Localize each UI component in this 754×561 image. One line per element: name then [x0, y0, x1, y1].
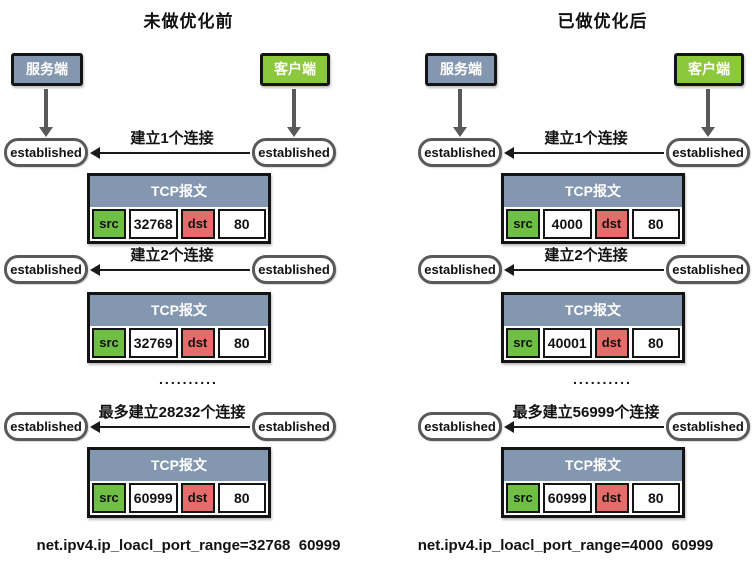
- src-port-cell: 60999: [543, 483, 592, 513]
- src-port-cell: 4000: [543, 209, 592, 239]
- tcp-packet-row: src 32769 dst 80: [90, 326, 268, 360]
- server-node: 服务端: [425, 53, 497, 86]
- connection-arrow-icon: [504, 147, 664, 159]
- tcp-packet-table: TCP报文 src 60999 dst 80: [87, 447, 271, 518]
- tcp-packet-table: TCP报文 src 4000 dst 80: [501, 173, 685, 244]
- connection-label: 建立1个连接: [130, 130, 214, 147]
- client-established-pill: established: [252, 255, 336, 284]
- tcp-packet-table: TCP报文 src 40001 dst 80: [501, 292, 685, 363]
- dst-port-cell: 80: [631, 328, 680, 358]
- tcp-packet-title: TCP报文: [504, 295, 682, 326]
- dst-label-cell: dst: [180, 483, 215, 513]
- src-label-cell: src: [506, 328, 540, 358]
- client-established-pill: established: [252, 412, 336, 441]
- server-established-pill: established: [4, 255, 88, 284]
- client-established-pill: established: [666, 255, 750, 284]
- dst-label-cell: dst: [180, 209, 215, 239]
- tcp-packet-table: TCP报文 src 32768 dst 80: [87, 173, 271, 244]
- tcp-packet-row: src 60999 dst 80: [90, 481, 268, 515]
- connection-arrow-icon: [90, 264, 250, 276]
- connection-label: 最多建立56999个连接: [512, 404, 660, 421]
- tcp-packet-title: TCP报文: [90, 450, 268, 481]
- client-down-arrow-icon: [287, 89, 301, 137]
- src-label-cell: src: [92, 483, 126, 513]
- tcp-packet-row: src 60999 dst 80: [504, 481, 682, 515]
- tcp-packet-row: src 4000 dst 80: [504, 207, 682, 241]
- dst-port-cell: 80: [217, 328, 266, 358]
- dst-label-cell: dst: [594, 483, 629, 513]
- connection-arrow-icon: [504, 264, 664, 276]
- server-established-pill: established: [418, 255, 502, 284]
- src-label-cell: src: [506, 483, 540, 513]
- connection-label: 建立2个连接: [544, 247, 628, 264]
- dst-label-cell: dst: [594, 209, 629, 239]
- connection-label: 最多建立28232个连接: [98, 404, 246, 421]
- server-established-pill: established: [4, 138, 88, 167]
- tcp-packet-table: TCP报文 src 60999 dst 80: [501, 447, 685, 518]
- client-down-arrow-icon: [701, 89, 715, 137]
- ellipsis-dots: ..........: [159, 371, 218, 387]
- dst-port-cell: 80: [631, 483, 680, 513]
- server-node: 服务端: [11, 53, 83, 86]
- dst-port-cell: 80: [217, 209, 266, 239]
- connection-arrow-icon: [90, 147, 250, 159]
- src-port-cell: 40001: [543, 328, 592, 358]
- dst-label-cell: dst: [180, 328, 215, 358]
- client-node: 客户端: [260, 53, 330, 86]
- connection-arrow-icon: [504, 421, 664, 433]
- server-established-pill: established: [4, 412, 88, 441]
- dst-port-cell: 80: [217, 483, 266, 513]
- server-established-pill: established: [418, 412, 502, 441]
- src-label-cell: src: [506, 209, 540, 239]
- column-before-content: 未做优化前 服务端 客户端 建立1个连接 established establi…: [4, 12, 336, 518]
- src-label-cell: src: [92, 328, 126, 358]
- src-label-cell: src: [92, 209, 126, 239]
- tcp-packet-title: TCP报文: [90, 295, 268, 326]
- tcp-packet-row: src 32768 dst 80: [90, 207, 268, 241]
- column-before: net.ipv4.ip_loacl_port_range=32768 60999…: [4, 12, 341, 554]
- sysctl-text: net.ipv4.ip_loacl_port_range=4000 60999: [417, 537, 714, 554]
- dst-label-cell: dst: [594, 328, 629, 358]
- column-title: 已做优化后: [557, 12, 648, 31]
- tcp-packet-title: TCP报文: [90, 176, 268, 207]
- column-title: 未做优化前: [143, 12, 234, 31]
- client-established-pill: established: [666, 138, 750, 167]
- client-node: 客户端: [674, 53, 744, 86]
- client-established-pill: established: [252, 138, 336, 167]
- connection-arrow-icon: [90, 421, 250, 433]
- tcp-packet-title: TCP报文: [504, 176, 682, 207]
- client-established-pill: established: [666, 412, 750, 441]
- tcp-packet-row: src 40001 dst 80: [504, 326, 682, 360]
- connection-label: 建立1个连接: [544, 130, 628, 147]
- src-port-cell: 32769: [129, 328, 178, 358]
- tcp-packet-table: TCP报文 src 32769 dst 80: [87, 292, 271, 363]
- src-port-cell: 32768: [129, 209, 178, 239]
- column-after: net.ipv4.ip_loacl_port_range=4000 60999 …: [377, 0, 754, 561]
- column-after-content: 已做优化后 服务端 客户端 建立1个连接 established establi…: [414, 0, 754, 561]
- tcp-packet-title: TCP报文: [504, 450, 682, 481]
- dst-port-cell: 80: [631, 209, 680, 239]
- ellipsis-dots: ..........: [573, 371, 632, 387]
- connection-label: 建立2个连接: [130, 247, 214, 264]
- server-down-arrow-icon: [39, 89, 53, 137]
- sysctl-text: net.ipv4.ip_loacl_port_range=32768 60999: [36, 537, 341, 554]
- server-down-arrow-icon: [453, 89, 467, 137]
- src-port-cell: 60999: [129, 483, 178, 513]
- server-established-pill: established: [418, 138, 502, 167]
